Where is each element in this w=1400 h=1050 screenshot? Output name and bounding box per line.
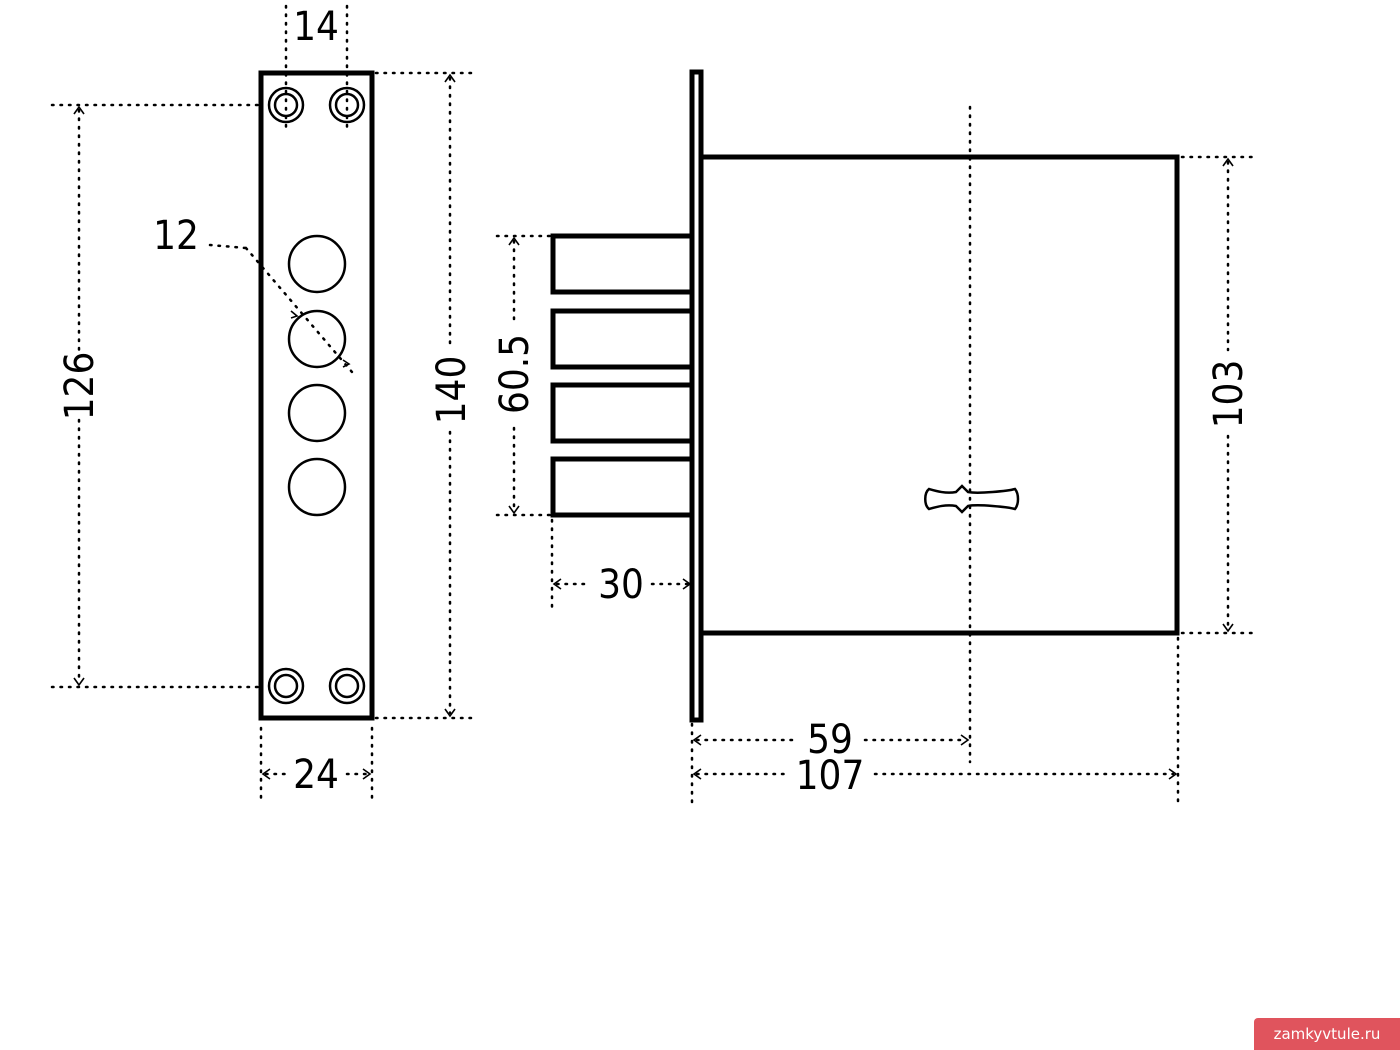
watermark-badge: zamkyvtule.ru: [1254, 1018, 1400, 1050]
dimension-backset: 59: [692, 717, 970, 763]
dimension-label-24: 24: [293, 752, 339, 798]
dimension-label-126: 126: [57, 352, 103, 421]
watermark-text: zamkyvtule.ru: [1273, 1025, 1381, 1043]
dimension-label-12: 12: [153, 213, 199, 259]
bolt-3: [550, 382, 695, 444]
bolt-4: [550, 456, 695, 518]
front-plate-view: 14 24 126: [50, 4, 480, 805]
dimension-label-103: 103: [1206, 360, 1252, 429]
bolt-2: [550, 308, 695, 370]
bolt-hole-4: [287, 457, 347, 517]
keyhole: [924, 484, 1020, 514]
dimension-label-107: 107: [796, 753, 865, 799]
bolt-1: [550, 233, 695, 295]
dimension-bolt-diameter: 12: [153, 213, 354, 374]
bolt-hole-1: [287, 234, 347, 294]
dimension-screw-spacing-horizontal: 14: [284, 4, 349, 132]
front-plate-outline: [258, 70, 375, 721]
dimension-label-30: 30: [598, 562, 644, 608]
dimension-bolt-projection: 30: [550, 518, 692, 614]
dimension-label-140: 140: [429, 356, 475, 425]
dimension-plate-width: 24: [259, 726, 374, 805]
screw-hole-bottom-right: [328, 667, 366, 705]
dimension-body-depth: 107: [692, 753, 1178, 799]
dimension-screw-spacing-vertical: 126: [50, 103, 260, 689]
dimension-bolt-group-height: 60.5: [492, 234, 553, 517]
lock-body: [698, 154, 1180, 636]
dimension-plate-height: 140: [374, 71, 480, 720]
screw-hole-bottom-left: [267, 667, 305, 705]
bolt-hole-2: [287, 309, 347, 369]
dimension-label-60-5: 60.5: [492, 334, 538, 414]
dimension-label-14: 14: [293, 4, 339, 50]
dimension-body-height: 103: [1180, 155, 1258, 635]
side-view: 60.5 30 103 5: [492, 69, 1258, 804]
bolt-hole-3: [287, 383, 347, 443]
dimension-label-59: 59: [807, 717, 853, 763]
